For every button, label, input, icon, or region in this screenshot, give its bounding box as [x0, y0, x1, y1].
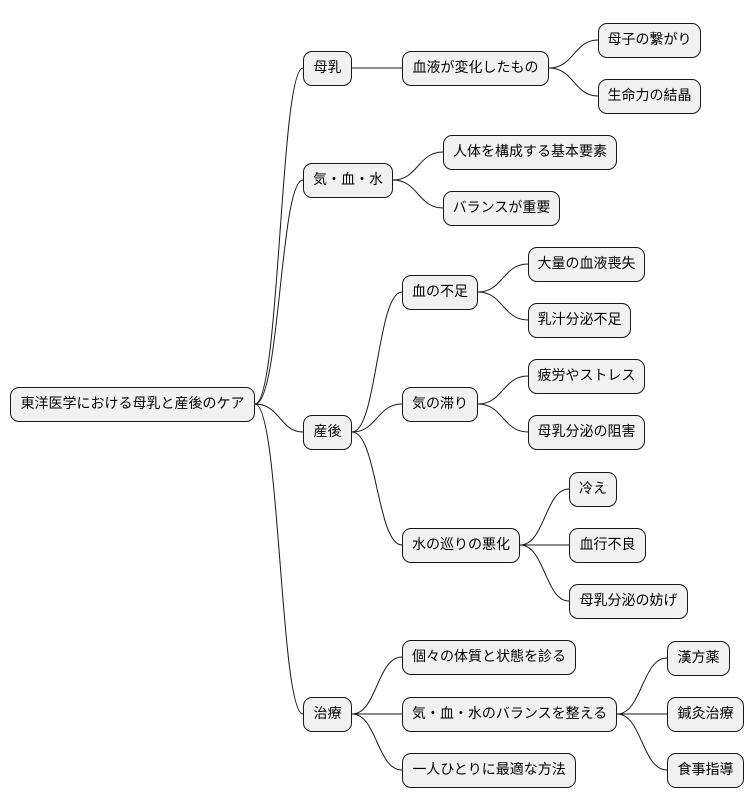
node-chi-fusoku: 血の不足: [402, 275, 478, 310]
edge-chi-a: [477, 263, 529, 293]
edge-root-bonyu: [254, 67, 304, 405]
edge-chi-b: [477, 291, 529, 321]
node-kekko-furyo: 血行不良: [569, 528, 646, 563]
node-chiryo: 治療: [303, 697, 352, 732]
edge-balance-c: [616, 713, 668, 771]
node-balance-juyo: バランスが重要: [443, 191, 560, 226]
node-boshi-tsunagari: 母子の繋がり: [598, 23, 701, 58]
node-mizu-meguri: 水の巡りの悪化: [402, 528, 520, 563]
edge-kiketsusui-balance: [392, 179, 444, 209]
edge-root-kiketsusui: [254, 179, 304, 405]
edge-balance-a: [616, 657, 668, 715]
node-taishitsu-miru: 個々の体質と状態を診る: [402, 640, 576, 675]
node-hie: 冷え: [569, 472, 617, 507]
node-balance-totonoeru: 気・血・水のバランスを整える: [402, 697, 617, 732]
edge-sango-ki: [351, 403, 403, 433]
node-bunpitsu-samatage: 母乳分泌の妨げ: [569, 584, 688, 619]
node-seimeiryoku: 生命力の結晶: [598, 79, 701, 114]
node-kiketsusui: 気・血・水: [303, 163, 393, 198]
edge-mizu-c: [519, 544, 570, 602]
node-kihon-yoso: 人体を構成する基本要素: [443, 135, 617, 170]
edge-ketsueki-seimei: [548, 67, 599, 97]
edge-ki-b: [477, 403, 529, 433]
edge-mizu-a: [519, 488, 570, 546]
node-bunpitsu-sogai: 母乳分泌の阻害: [528, 415, 645, 450]
node-saiteki-hoho: 一人ひとりに最適な方法: [402, 753, 576, 788]
edge-ki-a: [477, 375, 529, 405]
edge-sango-chi: [351, 291, 403, 433]
node-shinkyu: 鍼灸治療: [667, 697, 744, 732]
edge-root-sango: [254, 403, 304, 433]
node-kampoyaku: 漢方薬: [667, 641, 730, 676]
edge-root-chiryo: [254, 403, 304, 715]
edge-kiketsusui-jintai: [392, 151, 444, 181]
edge-sango-mizu: [351, 431, 403, 546]
edge-chiryo-c: [351, 713, 403, 771]
node-ki-todokori: 気の滞り: [402, 387, 478, 422]
node-ketsueki-soshitsu: 大量の血液喪失: [528, 247, 645, 282]
node-nyujyu-fusoku: 乳汁分泌不足: [528, 303, 631, 338]
node-sango: 産後: [303, 415, 352, 450]
node-shokuji-shido: 食事指導: [667, 753, 744, 788]
node-hiro-stress: 疲労やストレス: [528, 359, 645, 394]
node-ketsueki-henka: 血液が変化したもの: [402, 51, 549, 86]
edge-chiryo-a: [351, 656, 403, 715]
node-bonyu: 母乳: [303, 51, 352, 86]
edge-ketsueki-boshi: [548, 39, 599, 69]
root-node: 東洋医学における母乳と産後のケア: [10, 387, 255, 422]
